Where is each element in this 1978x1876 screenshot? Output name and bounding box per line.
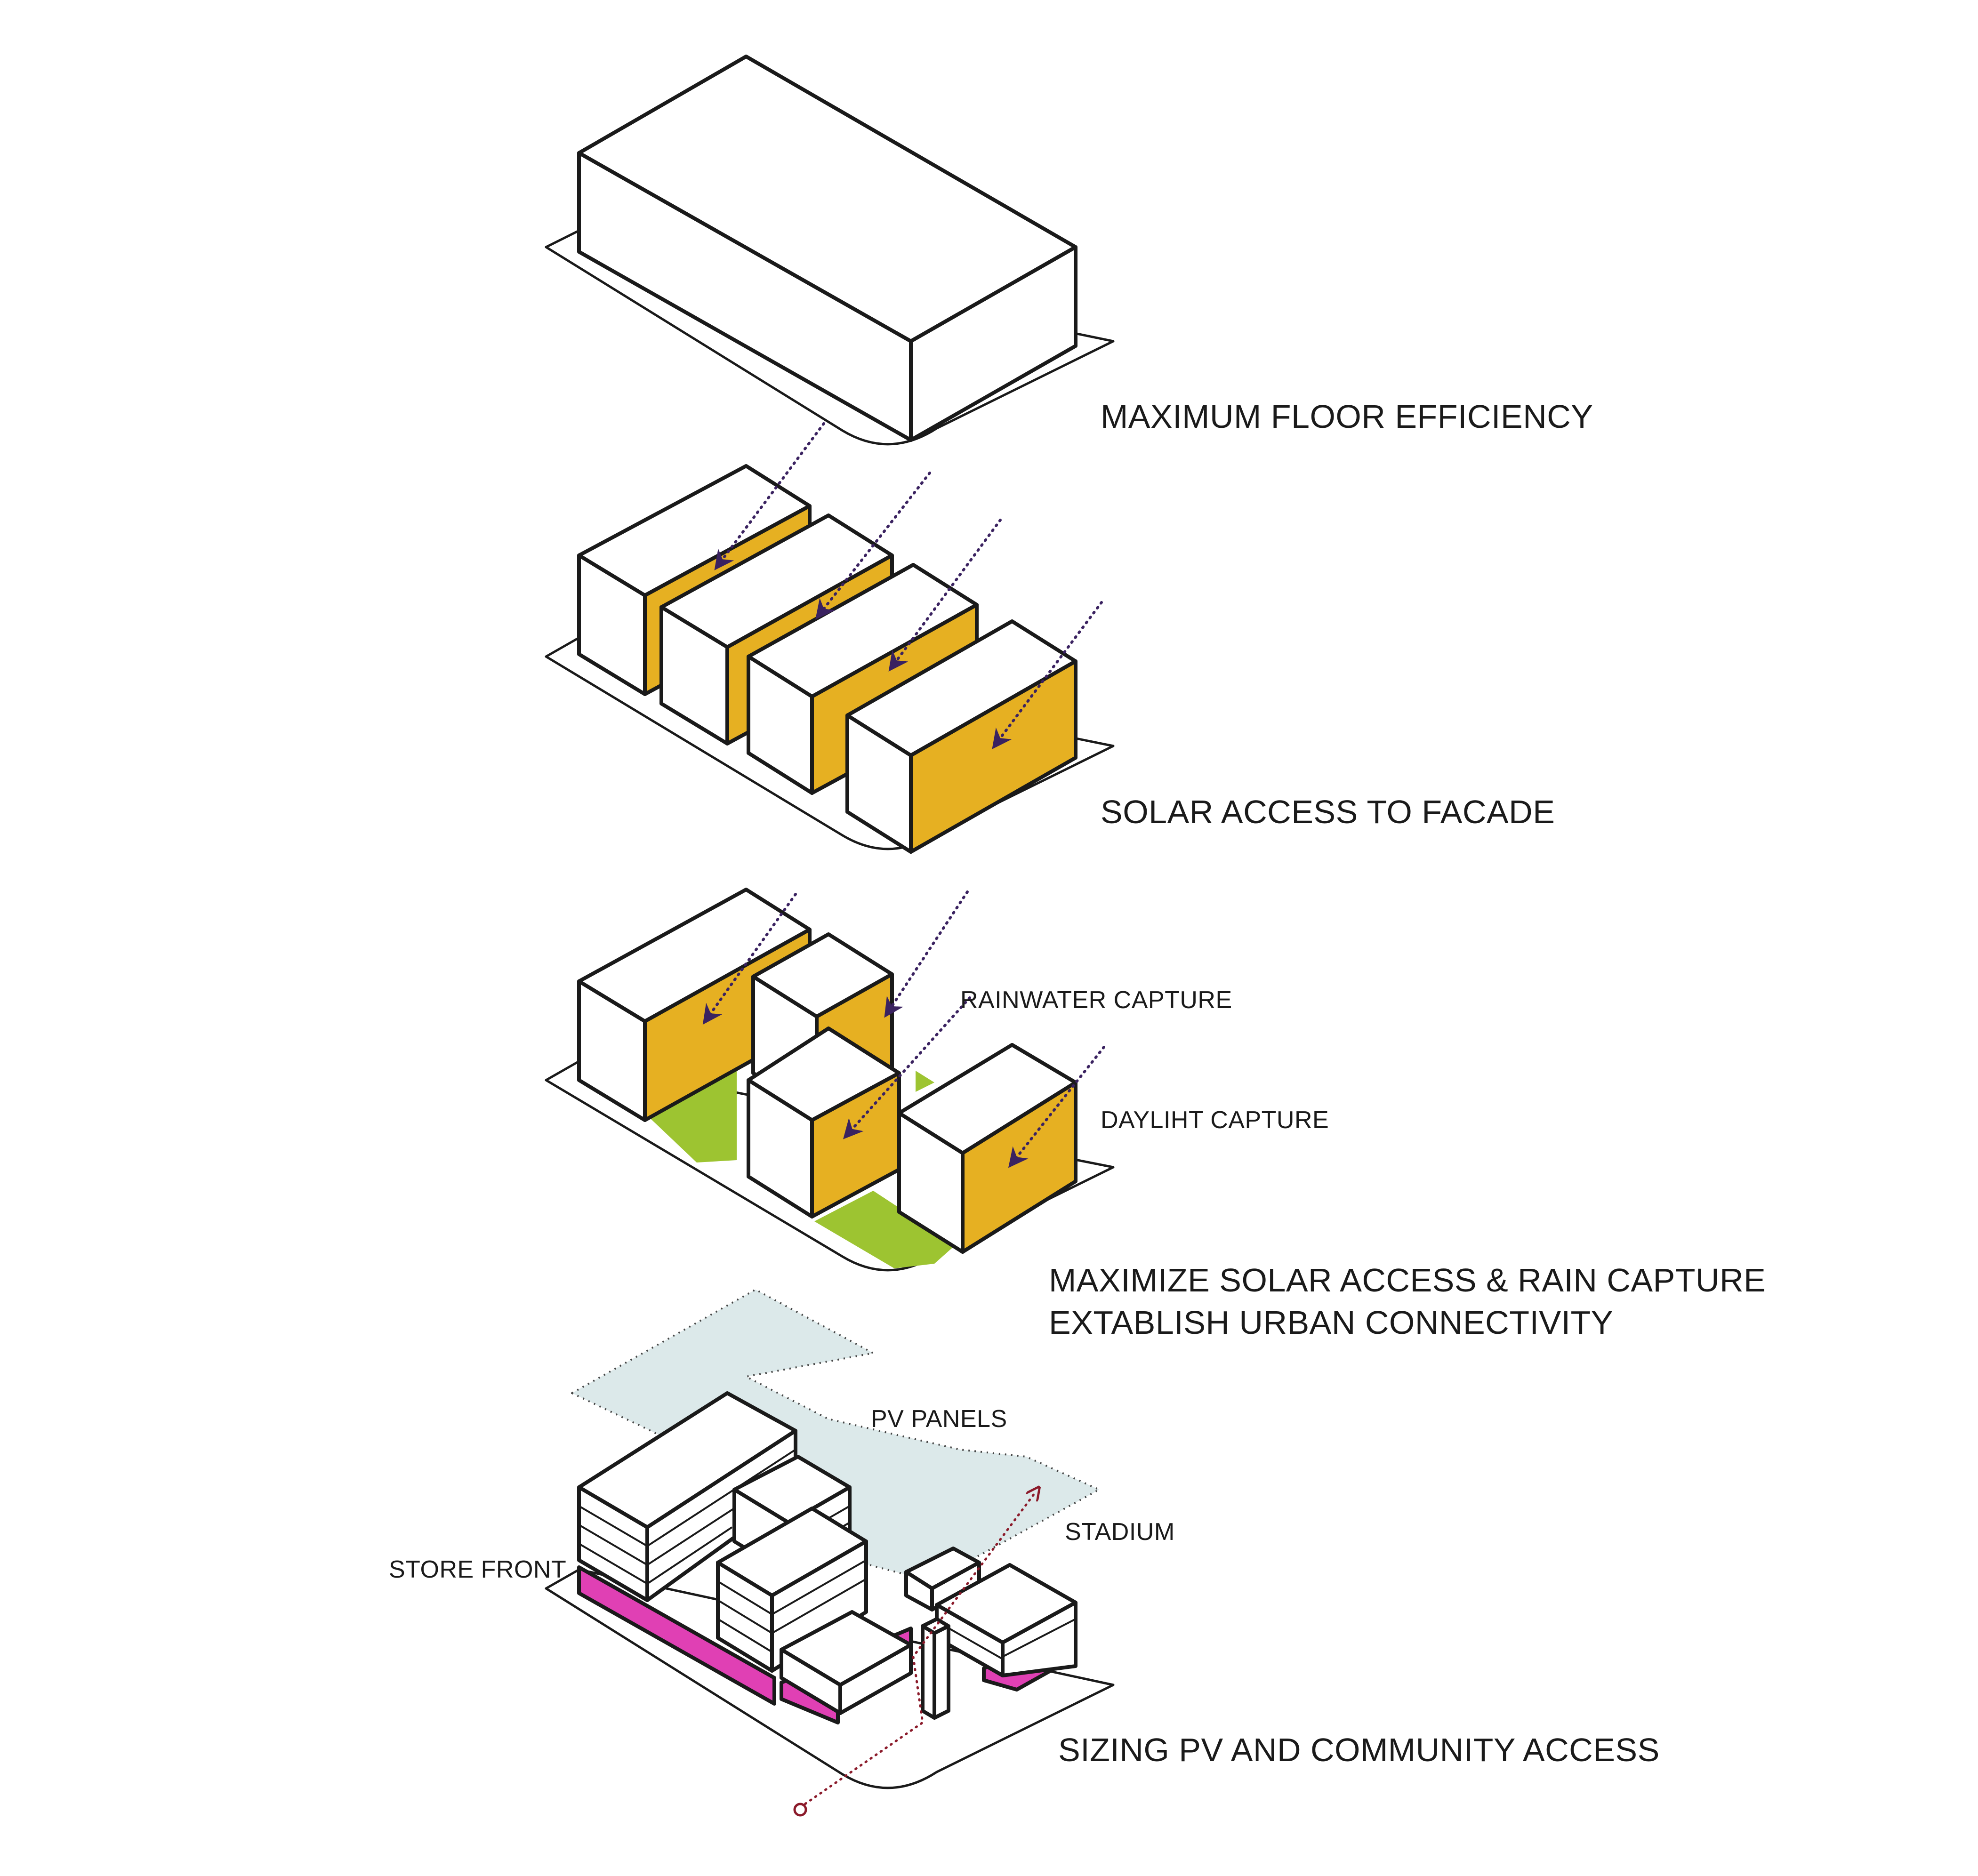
- step-3-title-line-1: MAXIMIZE SOLAR ACCESS & RAIN CAPTURE: [1049, 1262, 1766, 1299]
- step-4-diagram: [545, 1289, 1115, 1817]
- bar-block-4: [845, 619, 1077, 854]
- step-3-title-line-2: EXTABLISH URBAN CONNECTIVITY: [1049, 1304, 1614, 1341]
- rainwater-capture-callout: RAINWATER CAPTURE: [960, 986, 1232, 1014]
- sun-ray-arrow: [843, 996, 971, 1139]
- sun-ray-arrow: [815, 472, 931, 620]
- step-2-title: SOLAR ACCESS TO FACADE: [1101, 794, 1555, 830]
- step-1-title: MAXIMUM FLOOR EFFICIENCY: [1101, 398, 1593, 435]
- step-3-diagram: [545, 888, 1115, 1272]
- sun-ray-arrows: [714, 422, 1103, 749]
- sun-ray-arrow: [992, 601, 1103, 749]
- connector-block: [904, 1547, 981, 1611]
- east-tower-block: [935, 1563, 1077, 1677]
- single-block-mass: [577, 55, 1077, 442]
- store-front-callout: STORE FRONT: [389, 1556, 567, 1583]
- step-1-diagram: [545, 55, 1115, 446]
- block-east: [897, 1043, 1077, 1254]
- sun-ray-arrow: [884, 890, 969, 1018]
- daylight-capture-callout: DAYLIHT CAPTURE: [1101, 1106, 1329, 1134]
- stadium-callout: STADIUM: [1065, 1518, 1175, 1546]
- central-block: [716, 1507, 868, 1673]
- sun-ray-arrow: [714, 422, 825, 570]
- sun-ray-arrow: [1008, 1046, 1105, 1168]
- rain-garden-west: [650, 1068, 737, 1162]
- sun-ray-arrow: [888, 519, 1002, 672]
- pillar-block: [921, 1617, 950, 1720]
- step-2-diagram: [545, 422, 1115, 854]
- rain-garden-south: [814, 1191, 956, 1268]
- sun-ray-arrow: [702, 893, 797, 1025]
- low-slab-block: [780, 1610, 913, 1715]
- step-4-title: SIZING PV AND COMMUNITY ACCESS: [1058, 1732, 1660, 1768]
- pv-panels-callout: PV PANELS: [871, 1405, 1007, 1433]
- sun-ray-arrows: [702, 890, 1105, 1168]
- west-wing-block: [577, 1391, 797, 1602]
- rain-garden-north: [916, 1071, 934, 1092]
- community-access-path: [793, 1492, 1036, 1817]
- block-center: [747, 1026, 901, 1219]
- access-origin-marker: [793, 1803, 807, 1817]
